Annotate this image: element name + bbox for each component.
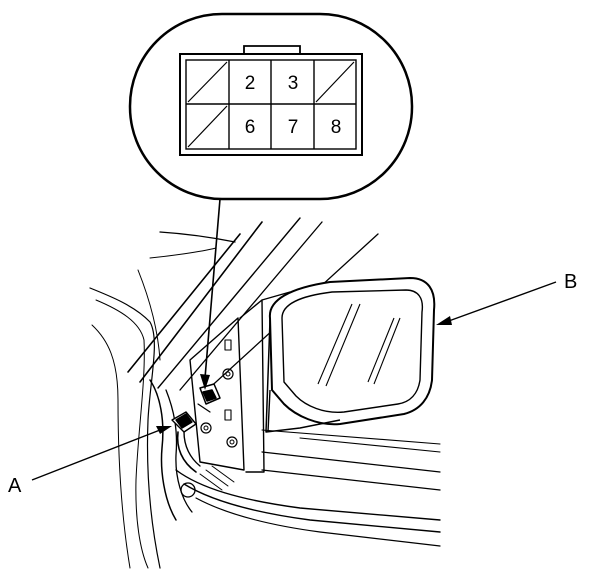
pin-label-2: 2 xyxy=(245,73,256,94)
door-hole xyxy=(180,482,196,498)
mirror-glass xyxy=(281,289,424,413)
connector-face xyxy=(179,45,363,156)
callout-a-label: A xyxy=(8,475,22,497)
mirror-housing xyxy=(268,277,436,426)
pin-label-6: 6 xyxy=(245,117,256,138)
mirror-connector-socket xyxy=(197,383,221,413)
panel-slot-upper xyxy=(224,339,232,351)
side-mirror xyxy=(265,277,436,433)
pin-label-7: 7 xyxy=(288,117,299,138)
harness-connector-a xyxy=(171,411,201,473)
empty-cavity-1 xyxy=(187,61,228,103)
empty-cavity-5 xyxy=(187,105,228,148)
door-body xyxy=(89,217,441,569)
pin-label-3: 3 xyxy=(288,73,299,94)
empty-cavity-4 xyxy=(315,61,355,103)
mount-bolt-3 xyxy=(226,436,238,448)
zoom-leader-arrowhead xyxy=(200,374,210,390)
callout-a-arrowhead xyxy=(156,426,172,434)
pin-label-8: 8 xyxy=(331,117,342,138)
callout-b: B xyxy=(436,271,577,325)
zoom-leader xyxy=(200,198,221,390)
mount-bolt-1 xyxy=(222,368,234,380)
callout-b-label: B xyxy=(564,271,577,293)
panel-slot-lower xyxy=(224,409,232,421)
connector-zoom-bubble: 2 3 6 7 8 xyxy=(128,12,414,201)
callout-a: A xyxy=(8,426,172,497)
callout-b-arrowhead xyxy=(436,316,452,325)
mount-bolt-2 xyxy=(200,422,212,434)
